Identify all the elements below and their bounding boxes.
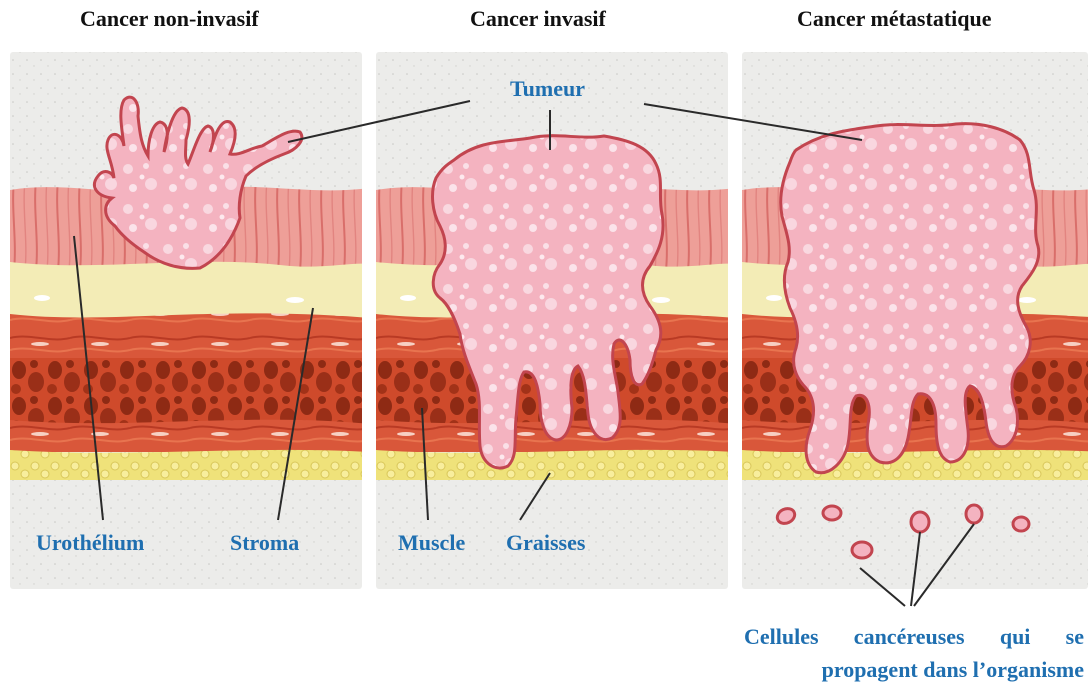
- label-fat: Graisses: [506, 530, 585, 556]
- title-invasive: Cancer invasif: [470, 6, 606, 32]
- caption-line-2: propagent dans l’organisme: [744, 653, 1084, 686]
- caption-metastatic-cells: Cellules cancéreuses qui se propagent da…: [744, 620, 1084, 686]
- title-metastatic: Cancer métastatique: [797, 6, 992, 32]
- panel-non-invasive: [10, 0, 370, 600]
- caption-line-1: Cellules cancéreuses qui se: [744, 620, 1084, 653]
- label-muscle: Muscle: [398, 530, 465, 556]
- label-stroma: Stroma: [230, 530, 299, 556]
- label-tumour: Tumeur: [510, 76, 585, 102]
- tumour-metastatic: [781, 124, 1039, 473]
- label-urothelium: Urothélium: [36, 530, 144, 556]
- panel-metastatic: [742, 0, 1088, 600]
- title-non-invasive: Cancer non-invasif: [80, 6, 259, 32]
